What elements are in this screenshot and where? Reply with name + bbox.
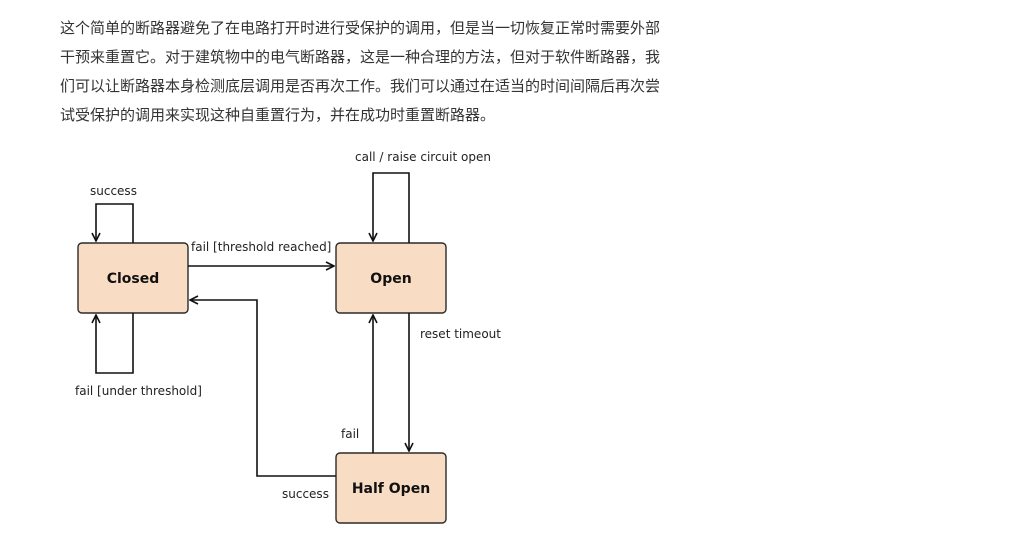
half-open-to-open-label: fail [341, 427, 359, 441]
state-open-label: Open [370, 271, 411, 287]
paragraph-line: 试受保护的调用来实现这种自重置行为，并在成功时重置断路器。 [60, 106, 496, 124]
closed-success-label: success [90, 184, 137, 198]
closed-fail-loop-arrow [96, 313, 134, 374]
half-open-to-closed-label: success [282, 487, 329, 501]
paragraph-line: 干预来重置它。对于建筑物中的电气断路器，这是一种合理的方法，但对于软件断路器，我 [60, 48, 661, 66]
state-closed-label: Closed [107, 271, 160, 287]
state-open: Open [335, 242, 447, 314]
closed-to-open-label: fail [threshold reached] [191, 240, 331, 254]
closed-success-loop-arrow [96, 203, 134, 243]
paragraph-line: 这个简单的断路器避免了在电路打开时进行受保护的调用，但是当一切恢复正常时需要外部 [60, 19, 661, 37]
closed-fail-under-threshold-label: fail [under threshold] [75, 384, 202, 398]
open-to-half-open-label: reset timeout [420, 327, 501, 341]
state-half-open: Half Open [335, 452, 447, 524]
article-paragraph: 这个简单的断路器避免了在电路打开时进行受保护的调用，但是当一切恢复正常时需要外部… [60, 14, 710, 130]
state-closed: Closed [77, 242, 189, 314]
open-self-loop-label: call / raise circuit open [355, 150, 491, 164]
half-open-to-closed-arrow [190, 300, 336, 477]
paragraph-line: 们可以让断路器本身检测底层调用是否再次工作。我们可以通过在适当的时间间隔后再次尝 [60, 77, 661, 95]
state-half-open-label: Half Open [352, 481, 430, 497]
open-self-loop-arrow [373, 172, 410, 243]
